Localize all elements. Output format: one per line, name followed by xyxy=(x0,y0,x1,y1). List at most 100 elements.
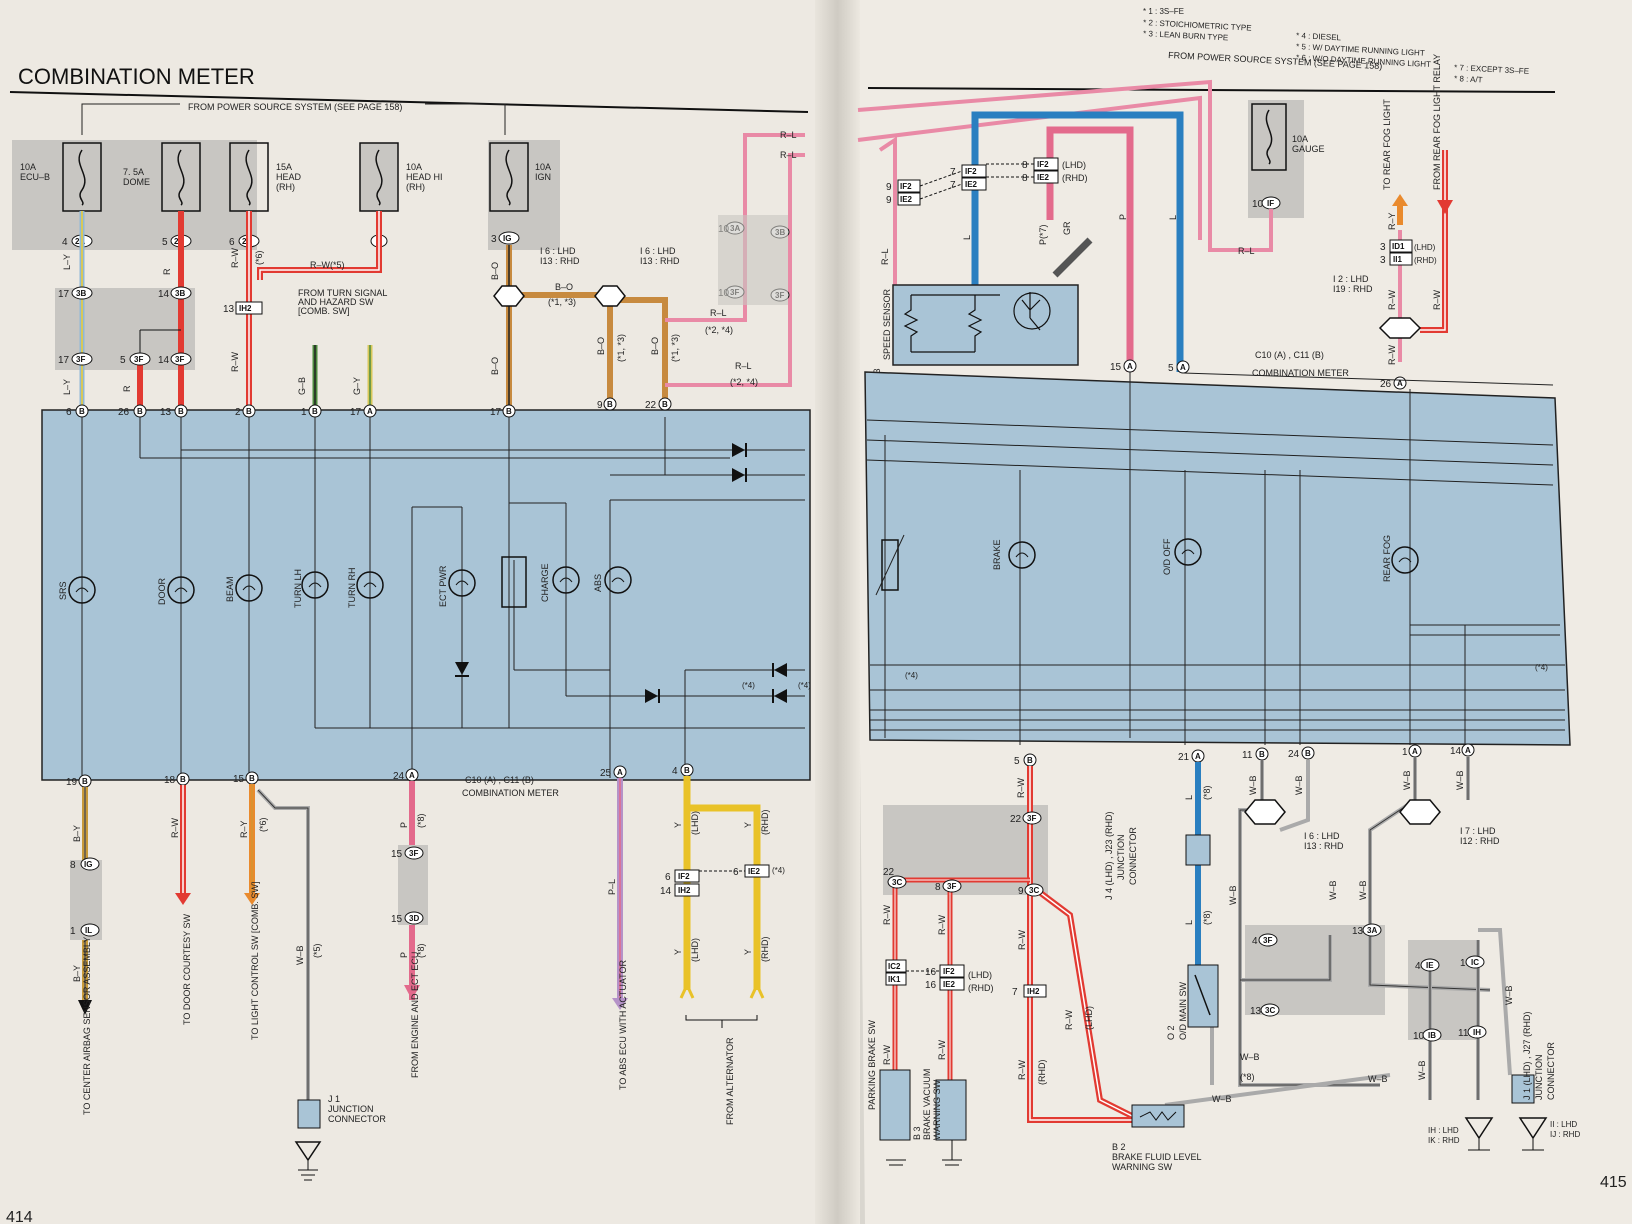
svg-text:IGN: IGN xyxy=(535,172,551,182)
svg-text:IE2: IE2 xyxy=(748,867,761,876)
svg-text:R–W: R–W xyxy=(1064,1009,1074,1030)
svg-text:I13 : RHD: I13 : RHD xyxy=(1304,841,1344,851)
svg-text:B: B xyxy=(1259,750,1265,759)
left-lamps: SRS DOOR BEAM TURN LH TURN RH ECT PWR CH… xyxy=(58,563,632,608)
svg-text:BRAKE FLUID LEVEL: BRAKE FLUID LEVEL xyxy=(1112,1152,1202,1162)
svg-text:* 3 : LEAN BURN TYPE: * 3 : LEAN BURN TYPE xyxy=(1143,29,1229,42)
svg-text:B: B xyxy=(249,774,255,783)
svg-text:(*4): (*4) xyxy=(742,681,755,690)
svg-text:R–W: R–W xyxy=(230,351,240,372)
combination-meter-left xyxy=(41,409,811,781)
svg-text:A: A xyxy=(367,407,373,416)
svg-text:B: B xyxy=(1027,756,1033,765)
svg-text:L–Y: L–Y xyxy=(62,379,72,395)
svg-text:(*8): (*8) xyxy=(1202,910,1212,925)
svg-text:(*8): (*8) xyxy=(416,943,426,958)
svg-text:3F: 3F xyxy=(1027,814,1036,823)
svg-text:11: 11 xyxy=(1242,750,1253,761)
svg-text:3F: 3F xyxy=(134,355,143,364)
junction-3a-bg xyxy=(718,215,788,305)
svg-text:R–L: R–L xyxy=(1238,246,1255,256)
svg-text:P–L: P–L xyxy=(607,879,617,895)
svg-text:8: 8 xyxy=(935,882,941,893)
svg-text:IH2: IH2 xyxy=(678,886,691,895)
svg-text:* 4 : DIESEL: * 4 : DIESEL xyxy=(1296,31,1342,42)
svg-text:I13 : RHD: I13 : RHD xyxy=(540,256,580,266)
svg-text:IF2: IF2 xyxy=(900,182,912,191)
left-bottom-labels: B–Y B–Y R–W R–Y (*6) W–B (*5) P (*8) P (… xyxy=(72,810,770,1126)
svg-text:22: 22 xyxy=(645,400,657,411)
svg-text:B: B xyxy=(246,407,252,416)
left-power-note: FROM POWER SOURCE SYSTEM (SEE PAGE 158) xyxy=(188,102,402,112)
svg-text:J 1 (LHD) , J27 (RHD): J 1 (LHD) , J27 (RHD) xyxy=(1522,1011,1532,1100)
left-wire-labels: L–Y L–Y R R R–W R–W (*6) R–W(*5) FROM TU… xyxy=(62,130,797,395)
svg-text:(*8): (*8) xyxy=(1202,785,1212,800)
svg-text:W–B: W–B xyxy=(1328,880,1338,900)
svg-text:19: 19 xyxy=(66,777,78,788)
svg-text:17: 17 xyxy=(350,407,362,418)
svg-text:REAR FOG: REAR FOG xyxy=(1382,535,1392,582)
svg-text:14: 14 xyxy=(660,886,672,897)
svg-text:B–O: B–O xyxy=(490,357,500,375)
svg-text:PARKING BRAKE SW: PARKING BRAKE SW xyxy=(867,1020,877,1110)
svg-text:22: 22 xyxy=(883,867,895,878)
svg-text:IH2: IH2 xyxy=(239,304,252,313)
svg-text:8: 8 xyxy=(70,860,76,871)
svg-text:TO LIGHT CONTROL SW [COMB. SW]: TO LIGHT CONTROL SW [COMB. SW] xyxy=(250,882,260,1040)
svg-text:B: B xyxy=(312,407,318,416)
svg-text:J 4 (LHD) , J23 (RHD): J 4 (LHD) , J23 (RHD) xyxy=(1104,811,1114,900)
svg-text:FROM REAR FOG LIGHT RELAY: FROM REAR FOG LIGHT RELAY xyxy=(1432,54,1442,190)
svg-text:13: 13 xyxy=(223,304,235,315)
svg-text:L: L xyxy=(1184,920,1194,925)
svg-text:22: 22 xyxy=(1010,814,1022,825)
svg-text:17: 17 xyxy=(58,355,70,366)
svg-text:4: 4 xyxy=(1252,936,1258,947)
speed-sensor-label: SPEED SENSOR xyxy=(882,288,892,360)
svg-text:1: 1 xyxy=(1402,747,1408,758)
svg-text:(RHD): (RHD) xyxy=(968,983,994,993)
svg-text:9: 9 xyxy=(886,182,892,193)
svg-text:(RH): (RH) xyxy=(276,182,295,192)
svg-text:5: 5 xyxy=(1168,363,1174,374)
svg-text:10A: 10A xyxy=(20,162,36,172)
svg-text:16: 16 xyxy=(925,967,937,978)
left-bottom-pins: B19 B18 B15 A24 A25 B4 xyxy=(66,763,694,788)
svg-text:BRAKE VACUUM: BRAKE VACUUM xyxy=(922,1069,932,1140)
svg-text:HEAD: HEAD xyxy=(276,172,302,182)
svg-text:J 1: J 1 xyxy=(328,1094,340,1104)
svg-text:R–W: R–W xyxy=(882,1044,892,1065)
left-page-number: 414 xyxy=(6,1209,33,1224)
right-top-pins: A15 A5 A26 xyxy=(1110,359,1407,390)
svg-text:CONNECTOR: CONNECTOR xyxy=(1546,1042,1556,1100)
svg-text:O 2: O 2 xyxy=(1166,1025,1176,1040)
svg-text:G–Y: G–Y xyxy=(352,377,362,395)
svg-text:B: B xyxy=(607,400,613,409)
svg-text:IF2: IF2 xyxy=(965,167,977,176)
page-title: COMBINATION METER xyxy=(18,64,255,89)
svg-text:JUNCTION: JUNCTION xyxy=(1116,835,1126,881)
svg-text:COMBINATION METER: COMBINATION METER xyxy=(1252,368,1349,378)
svg-text:B–O: B–O xyxy=(555,282,573,292)
svg-text:I 7 : LHD: I 7 : LHD xyxy=(1460,826,1496,836)
speed-sensor-box xyxy=(892,284,1079,366)
svg-text:C10 (A) , C11 (B): C10 (A) , C11 (B) xyxy=(1255,350,1324,360)
svg-text:14: 14 xyxy=(158,289,170,300)
svg-text:10A: 10A xyxy=(1292,134,1308,144)
svg-text:R–W: R–W xyxy=(170,817,180,838)
svg-text:13: 13 xyxy=(1352,926,1364,937)
svg-text:IE2: IE2 xyxy=(965,180,978,189)
svg-text:A: A xyxy=(1412,747,1418,756)
svg-text:CHARGE: CHARGE xyxy=(540,563,550,602)
svg-text:15: 15 xyxy=(391,914,403,925)
svg-text:(*4): (*4) xyxy=(798,681,811,690)
svg-text:(LHD): (LHD) xyxy=(1084,1006,1094,1030)
svg-text:5: 5 xyxy=(162,237,168,248)
svg-text:P(*7): P(*7) xyxy=(1038,224,1048,245)
svg-text:B–O: B–O xyxy=(596,337,606,355)
svg-text:Y: Y xyxy=(743,949,753,955)
svg-text:R–W: R–W xyxy=(1387,289,1397,310)
svg-text:FROM TURN SIGNAL: FROM TURN SIGNAL xyxy=(298,288,387,298)
svg-text:(*4): (*4) xyxy=(772,866,785,875)
svg-text:(LHD): (LHD) xyxy=(968,970,992,980)
